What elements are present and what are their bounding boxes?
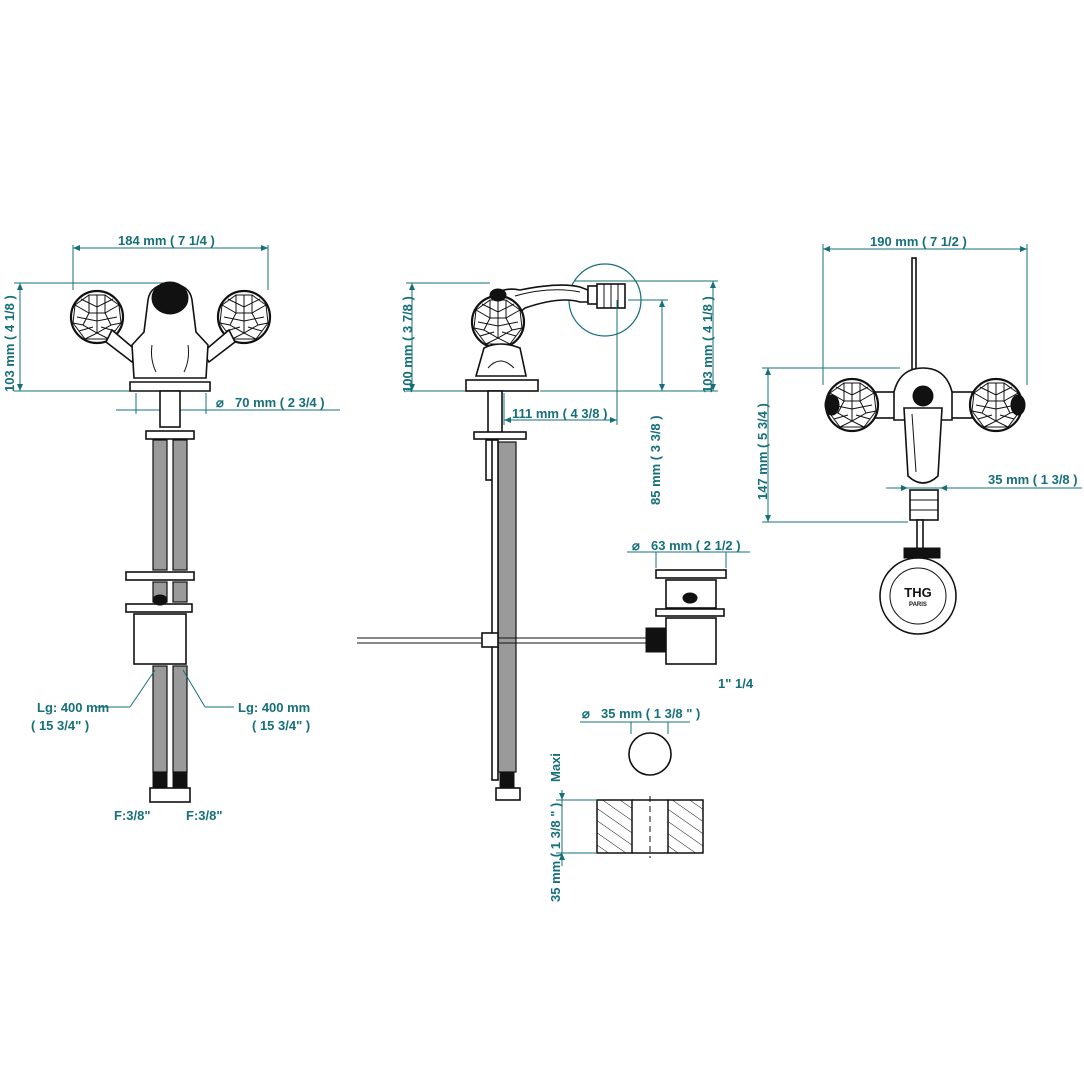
front-faucet-body bbox=[69, 281, 272, 392]
side-height-right-label: 103 mm ( 4 1/8 ) bbox=[700, 296, 715, 393]
cutout-thickness-label: 35 mm ( 1 3/8 " ) bbox=[548, 803, 563, 902]
side-faucet-body bbox=[465, 263, 642, 392]
waste-diameter-label: 63 mm ( 2 1/2 ) bbox=[651, 538, 741, 553]
cutout-section bbox=[596, 796, 704, 858]
top-width-dimension: 190 mm ( 7 1/2 ) bbox=[822, 234, 1028, 385]
thread-left: F:3/8" bbox=[114, 808, 151, 823]
top-faucet-body: THG PARIS bbox=[824, 257, 1026, 635]
side-shank bbox=[473, 390, 527, 801]
side-height-right-dimension: 103 mm ( 4 1/8 ) bbox=[540, 280, 718, 393]
top-spout-dimension: 35 mm ( 1 3/8 ) bbox=[886, 472, 1082, 491]
cutout-hole-circle bbox=[628, 732, 672, 776]
hose-left-length: Lg: 400 mm bbox=[37, 700, 109, 715]
front-height-label: 103 mm ( 4 1/8 ) bbox=[2, 295, 17, 392]
top-spout-width-label: 35 mm ( 1 3/8 ) bbox=[988, 472, 1078, 487]
front-height-dimension: 103 mm ( 4 1/8 ) bbox=[2, 282, 165, 392]
hose-right-length: Lg: 400 mm bbox=[238, 700, 310, 715]
cutout-view: ⌀ 35 mm ( 1 3/8 " ) 35 mm ( 1 3/8 " ) Ma… bbox=[548, 706, 704, 902]
waste-diameter-symbol: ⌀ bbox=[632, 538, 640, 553]
cutout-hole-dimension: ⌀ 35 mm ( 1 3/8 " ) bbox=[580, 706, 700, 734]
front-width-label: 184 mm ( 7 1/4 ) bbox=[118, 233, 215, 248]
side-height-left-label: 100 mm ( 3 7/8 ) bbox=[400, 296, 415, 393]
top-depth-dimension: 147 mm ( 5 3/4 ) bbox=[755, 367, 908, 523]
side-reach-dimension: 111 mm ( 4 3/8 ) bbox=[503, 300, 618, 425]
cutout-diameter-symbol: ⌀ bbox=[582, 706, 590, 721]
side-view: 100 mm ( 3 7/8 ) 103 mm ( 4 1/8 ) bbox=[357, 263, 754, 801]
side-waste: ⌀ 63 mm ( 2 1/2 ) 1" 1/4 bbox=[627, 538, 754, 691]
hose-left-length-inch: ( 15 3/4" ) bbox=[31, 718, 89, 733]
cutout-hole-label: 35 mm ( 1 3/8 " ) bbox=[601, 706, 700, 721]
front-base-diameter-label: 70 mm ( 2 3/4 ) bbox=[235, 395, 325, 410]
front-hoses bbox=[125, 390, 195, 803]
top-view: 190 mm ( 7 1/2 ) 147 mm ( 5 3/4 ) bbox=[755, 234, 1082, 635]
front-base-diameter-symbol: ⌀ bbox=[216, 395, 224, 410]
front-view: 184 mm ( 7 1/4 ) 103 mm ( 4 1/8 ) bbox=[2, 233, 340, 823]
cutout-thickness-dimension: 35 mm ( 1 3/8 " ) Maxi bbox=[548, 753, 597, 902]
top-width-label: 190 mm ( 7 1/2 ) bbox=[870, 234, 967, 249]
thread-right: F:3/8" bbox=[186, 808, 223, 823]
side-spout-height-label: 85 mm ( 3 3/8 ) bbox=[648, 415, 663, 505]
hose-right-length-inch: ( 15 3/4" ) bbox=[252, 718, 310, 733]
side-reach-label: 111 mm ( 4 3/8 ) bbox=[512, 406, 607, 421]
cutout-maxi-label: Maxi bbox=[548, 753, 563, 782]
front-hose-labels: Lg: 400 mm ( 15 3/4" ) Lg: 400 mm ( 15 3… bbox=[31, 669, 310, 823]
top-depth-label: 147 mm ( 5 3/4 ) bbox=[755, 403, 770, 500]
waste-thread-label: 1" 1/4 bbox=[718, 676, 754, 691]
side-popup-rod bbox=[357, 632, 650, 648]
side-spout-height-dimension: 85 mm ( 3 3/8 ) bbox=[628, 299, 668, 505]
top-logo-subtext: PARIS bbox=[909, 602, 927, 608]
front-width-dimension: 184 mm ( 7 1/4 ) bbox=[72, 233, 269, 290]
side-height-left-dimension: 100 mm ( 3 7/8 ) bbox=[400, 282, 490, 393]
top-logo-text: THG bbox=[904, 585, 931, 600]
front-base-dimension: ⌀ 70 mm ( 2 3/4 ) bbox=[116, 393, 340, 414]
